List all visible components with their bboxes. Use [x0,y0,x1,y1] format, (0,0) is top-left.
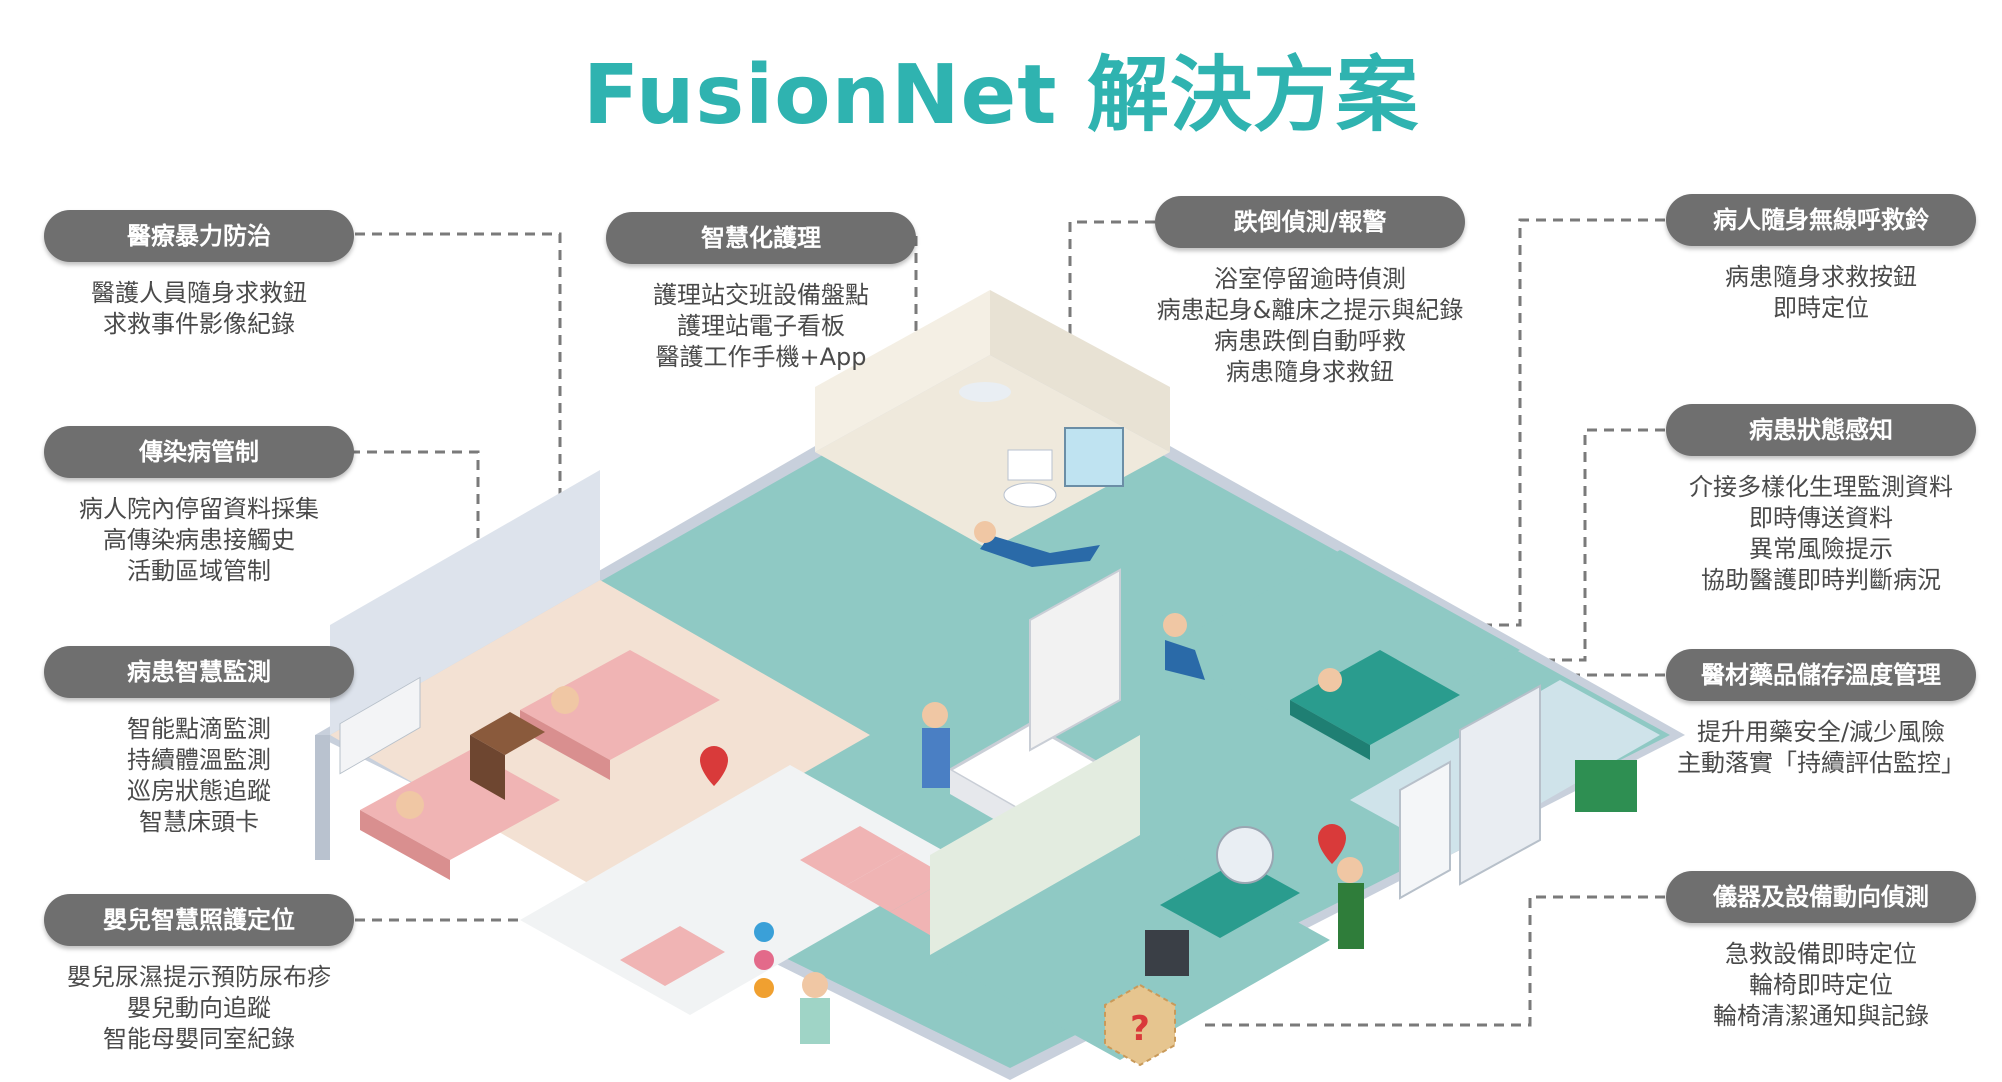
question-mark-label: ? [1130,1009,1150,1049]
feature-equipment-tracking: 儀器及設備動向偵測 急救設備即時定位 輪椅即時定位 輪椅清潔通知與記錄 [1666,871,1976,1032]
feature-title: 病患狀態感知 [1666,404,1976,456]
feature-line: 病患起身&離床之提示與紀錄 [1156,296,1464,324]
feature-title: 嬰兒智慧照護定位 [44,894,354,946]
connector-violence [355,232,620,590]
feature-title: 醫療暴力防治 [44,210,354,262]
bathroom-room [815,290,1170,567]
feature-line: 輪椅清潔通知與記錄 [1713,1002,1929,1030]
feature-line: 求救事件影像紀錄 [103,310,295,338]
feature-line: 急救設備即時定位 [1725,940,1917,968]
feature-line: 活動區域管制 [127,557,271,585]
feature-line: 巡房狀態追蹤 [127,777,271,805]
feature-line: 輪椅即時定位 [1749,971,1893,999]
feature-line: 病患跌倒自動呼救 [1214,327,1406,355]
ward-right [1160,550,1520,760]
page-title: FusionNet 解決方案 [583,48,1419,143]
feature-smart-monitoring: 病患智慧監測 智能點滴監測 持續體溫監測 巡房狀態追蹤 智慧床頭卡 [44,646,354,838]
feature-title: 跌倒偵測/報警 [1155,196,1465,248]
feature-violence-prevention: 醫療暴力防治 醫護人員隨身求救鈕 求救事件影像紀錄 [44,210,354,340]
feature-line: 護理站交班設備盤點 [653,281,869,309]
feature-storage-temperature: 醫材藥品儲存溫度管理 提升用藥安全/減少風險 主動落實「持續評估監控」 [1666,649,1976,779]
location-markers [700,746,1346,998]
feature-line: 智能點滴監測 [127,715,271,743]
feature-title: 智慧化護理 [606,212,916,264]
feature-line: 高傳染病患接觸史 [103,526,295,554]
diaper-icon [754,950,774,970]
feature-patient-status: 病患狀態感知 介接多樣化生理監測資料 即時傳送資料 異常風險提示 協助醫護即時判… [1666,404,1976,596]
feature-call-bell: 病人隨身無線呼救鈴 病患隨身求救按鈕 即時定位 [1666,194,1976,324]
feature-title: 儀器及設備動向偵測 [1666,871,1976,923]
feature-line: 病患隨身求救鈕 [1226,358,1394,386]
water-drop-icon [754,922,774,942]
feature-title: 病患智慧監測 [44,646,354,698]
feature-smart-nursing: 智慧化護理 護理站交班設備盤點 護理站電子看板 醫護工作手機+App [606,212,916,373]
feature-line: 智能母嬰同室紀錄 [103,1025,295,1053]
feature-line: 即時定位 [1773,294,1869,322]
feature-infant-care: 嬰兒智慧照護定位 嬰兒尿濕提示預防尿布疹 嬰兒動向追蹤 智能母嬰同室紀錄 [44,894,354,1055]
feature-line: 醫護工作手機+App [655,343,867,371]
feature-line: 病患隨身求救按鈕 [1725,263,1917,291]
feature-line: 浴室停留逾時偵測 [1214,265,1406,293]
feature-line: 主動落實「持續評估監控」 [1677,749,1965,777]
feature-fall-detection: 跌倒偵測/報警 浴室停留逾時偵測 病患起身&離床之提示與紀錄 病患跌倒自動呼救 … [1155,196,1465,388]
feature-line: 醫護人員隨身求救鈕 [91,279,307,307]
feature-infection-control: 傳染病管制 病人院內停留資料採集 高傳染病患接觸史 活動區域管制 [44,426,354,587]
unknown-equipment-box: ? [1104,983,1176,1067]
map-pin-icon [1318,824,1346,864]
feature-title: 傳染病管制 [44,426,354,478]
map-pin-icon [700,746,728,786]
operating-room [930,735,1364,1060]
feature-line: 提升用藥安全/減少風險 [1696,718,1946,746]
feature-line: 持續體溫監測 [127,746,271,774]
storage-room [1350,680,1660,900]
feature-line: 嬰兒動向追蹤 [127,994,271,1022]
location-icon [754,978,774,998]
feature-title: 病人隨身無線呼救鈴 [1666,194,1976,246]
connector-equipment [1205,895,1665,1027]
feature-title: 醫材藥品儲存溫度管理 [1666,649,1976,701]
feature-line: 異常風險提示 [1749,535,1893,563]
feature-line: 介接多樣化生理監測資料 [1689,473,1953,501]
feature-line: 即時傳送資料 [1749,504,1893,532]
feature-line: 協助醫護即時判斷病況 [1701,566,1941,594]
feature-line: 嬰兒尿濕提示預防尿布疹 [67,963,331,991]
feature-line: 病人院內停留資料採集 [79,495,319,523]
feature-line: 護理站電子看板 [677,312,845,340]
feature-line: 智慧床頭卡 [139,808,259,836]
